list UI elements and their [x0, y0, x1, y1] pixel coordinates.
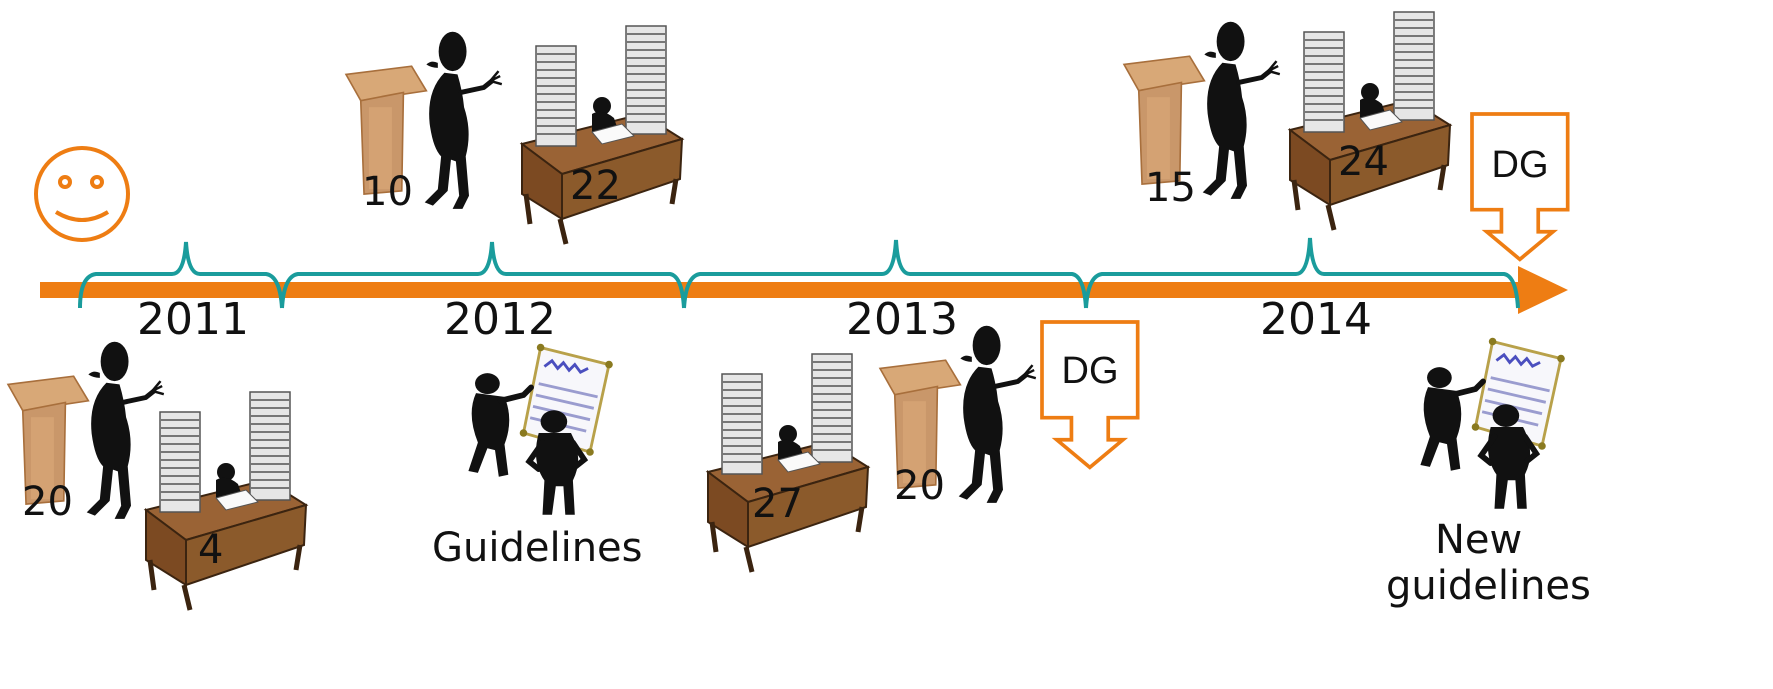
- guidelines-caption: Guidelines: [432, 525, 643, 571]
- brace-2013: [682, 239, 1088, 309]
- year-label-2013: 2013: [846, 294, 958, 345]
- desk-paper-stacks-icon: [708, 354, 868, 572]
- brace-2012: [280, 241, 686, 309]
- desk-paper-stacks-icon: [1290, 12, 1450, 230]
- down-arrow-callout-icon: [1040, 320, 1140, 470]
- desk-count-2014: 24: [1338, 139, 1389, 185]
- down-arrow-callout-icon: [1470, 112, 1570, 262]
- new-guidelines-caption-line2: guidelines: [1386, 563, 1591, 609]
- desk-count-2011: 4: [198, 527, 224, 573]
- poster-presentation-icon: [468, 344, 612, 515]
- poster-presentation-icon: [1420, 338, 1564, 509]
- podium-count-2011: 20: [22, 479, 73, 525]
- desk-paper-stacks-icon: [146, 392, 306, 610]
- podium-count-2013: 20: [894, 463, 945, 509]
- dg-callout-label-end: DG: [1491, 144, 1549, 186]
- podium-count-2012: 10: [362, 169, 413, 215]
- year-braces: [78, 237, 1520, 309]
- brace-2014: [1084, 237, 1520, 309]
- new-guidelines-caption-line1: New: [1435, 517, 1523, 563]
- year-label-2011: 2011: [137, 294, 249, 345]
- year-label-2014: 2014: [1260, 294, 1372, 345]
- smiley-icon: [34, 146, 130, 242]
- year-label-2012: 2012: [444, 294, 556, 345]
- dg-callout-label-2013: DG: [1061, 350, 1119, 392]
- desk-count-2013: 27: [752, 481, 803, 527]
- desk-count-2012: 22: [570, 163, 621, 209]
- brace-2011: [78, 241, 284, 309]
- desk-paper-stacks-icon: [522, 26, 682, 244]
- podium-count-2014: 15: [1145, 165, 1196, 211]
- timeline-arrow: [40, 266, 1568, 314]
